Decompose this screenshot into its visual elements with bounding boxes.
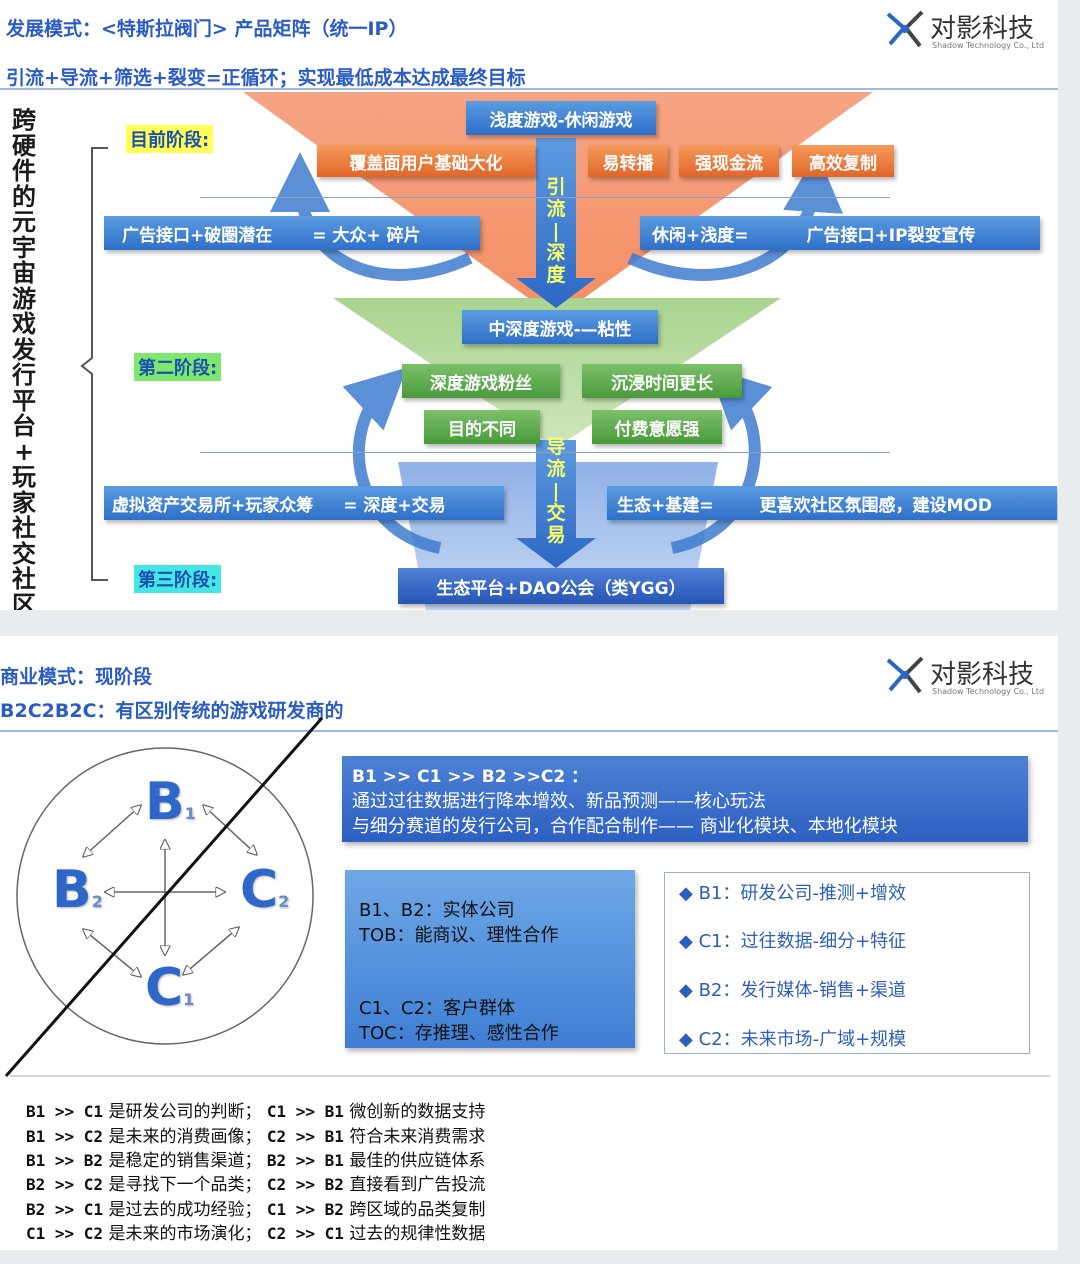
role-c1: ◆ C1：过往数据-细分+特征 [679,931,907,952]
entity-panel: B1、B2：实体公司 TOB：能商议、理性合作 C1、C2：客户群体 TOC：存… [345,870,635,1048]
box-efficient-copy: 高效复制 [792,145,894,177]
flow-panel-heading: B1 >> C1 >> B2 >>C2 ： [352,767,589,787]
curve-arrow-top-left [270,152,473,281]
curve-arrow-bottom-left [342,367,442,554]
relation-row: B1 >> B2 是稳定的销售渠道； B2 >> B1 最佳的供应链体系 [26,1151,486,1171]
company-logo-2: 对影科技 Shadow Technology Co., Ltd [884,654,1054,700]
entity-c-line1: C1、C2：客户群体 [359,998,516,1019]
slide2-title: 商业模式：现阶段 [0,666,153,688]
stage-divider-1 [200,197,890,198]
b2c-cycle-diagram [4,717,1050,1077]
flow-panel-line3: 与细分赛道的发行公司，合作配合制作—— 商业化模块、本地化模块 [352,816,898,837]
flow-panel-line2: 通过过往数据进行降本增效、新品预测——核心玩法 [352,791,766,812]
node-b2: B2 [52,860,103,920]
box-cash-flow: 强现金流 [679,145,779,177]
arrow-label-upper-2: 流 [546,198,566,220]
bar-ecosystem-a: 生态+基建= [617,495,714,516]
box-immersion: 沉浸时间更长 [582,364,742,398]
node-c1: C1 [145,958,195,1018]
slide1-subtitle: 引流+导流+筛选+裂变=正循环；实现最低成本达成最终目标 [6,67,526,89]
slide2-subtitle: B2C2B2C：有区别传统的游戏研发商的 [0,700,344,722]
arrow-b1-b2 [84,806,140,856]
box-deep-fans: 深度游戏粉丝 [402,364,560,398]
bar-ad-interface-b: = 大众+ 碎片 [312,225,421,246]
center-arrow-lower [516,440,596,568]
arrow-b2-c1 [84,930,140,976]
box-casual-games: 浅度游戏-休闲游戏 [466,101,656,135]
center-arrow-upper [516,138,596,308]
flow-panel: B1 >> C1 >> B2 >>C2 ： 通过过往数据进行降本增效、新品预测—… [342,756,1028,842]
vertical-platform-title: 跨硬件的元宇宙游戏发行平台+ 玩家社交社区 [12,106,36,610]
arrow-label-lower-3: | [552,480,560,502]
bar-ad-interface-a: 广告接口+破圈潜在 [122,225,273,246]
bar-casual-ip-a: 休闲+浅度= [652,225,749,246]
title-rule-2 [0,730,1058,732]
node-c2: C2 [240,860,290,920]
title-rule [0,88,1058,90]
slide-development-model: 发展模式：<特斯拉阀门> 产品矩阵（统一IP） 引流+导流+筛选+裂变=正循环；… [0,0,1058,610]
bar-ecosystem: 生态+基建= 更喜欢社区氛围感，建设MOD [607,486,1057,520]
arrow-label-upper-5: 度 [546,264,566,286]
bar-virtual-assets-a: 虚拟资产交易所+玩家众筹 [112,495,314,516]
box-pay-willingness: 付费意愿强 [592,410,722,444]
diagonal-line [4,717,324,1077]
box-user-coverage: 覆盖面用户基础大化 [317,145,535,177]
arrow-label-lower-4: 交 [546,502,566,524]
stage-current: 目前阶段: [126,125,214,153]
relation-row: B1 >> C2 是未来的消费画像； C2 >> B1 符合未来消费需求 [26,1127,486,1147]
entity-b-line1: B1、B2：实体公司 [359,900,515,921]
left-brace [80,147,108,581]
relation-row: B2 >> C1 是过去的成功经验； C1 >> B2 跨区域的品类复制 [26,1200,486,1220]
relation-row: C1 >> C2 是未来的市场演化； C2 >> C1 过去的规律性数据 [26,1224,486,1244]
role-c2: ◆ C2：未来市场-广域+规模 [679,1029,907,1050]
relation-row: B1 >> C1 是研发公司的判断； C1 >> B1 微创新的数据支持 [26,1102,486,1122]
box-different-goals: 目的不同 [424,410,540,444]
arrow-label-lower-1: 导 [546,436,566,458]
role-list: ◆ B1：研发公司-推测+增效 ◆ C1：过往数据-细分+特征 ◆ B2：发行媒… [664,872,1030,1054]
bar-virtual-assets-b: = 深度+交易 [343,495,446,516]
logo-icon [886,656,924,694]
logo-name: 对影科技 [930,660,1035,690]
bar-casual-ip-b: 广告接口+IP裂变宣传 [806,225,976,246]
bar-virtual-assets: 虚拟资产交易所+玩家众筹 = 深度+交易 [104,486,504,520]
curve-arrow-bottom-right [670,367,773,554]
arrow-label-upper-1: 引 [546,176,566,198]
entity-c-line2: TOC：存推理、感性合作 [359,1023,559,1044]
logo-name: 对影科技 [930,14,1035,44]
logo-subtitle: Shadow Technology Co., Ltd [932,41,1045,50]
box-mid-depth-games: 中深度游戏-—粘性 [462,310,658,344]
arrow-c2-c1 [184,928,238,974]
logo-icon [886,10,924,48]
stage-divider-2 [200,452,890,453]
stage-second: 第二阶段: [134,353,222,381]
logo-subtitle: Shadow Technology Co., Ltd [932,687,1045,696]
slide1-title: 发展模式：<特斯拉阀门> 产品矩阵（统一IP） [6,18,408,40]
entity-b-line2: TOB：能商议、理性合作 [359,925,559,946]
box-easy-spread: 易转播 [588,145,668,177]
arrow-label-lower-5: 易 [546,524,566,546]
arrow-b1-c2 [204,806,256,854]
slide-business-model: 商业模式：现阶段 B2C2B2C：有区别传统的游戏研发商的 对影科技 Shado… [0,636,1058,1250]
bar-casual-ip: 休闲+浅度= 广告接口+IP裂变宣传 [640,216,1040,250]
role-b2: ◆ B2：发行媒体-销售+渠道 [679,980,906,1001]
node-b1: B1 [145,772,196,832]
relation-row: B2 >> C2 是寻找下一个品类； C2 >> B2 直接看到广告投流 [26,1175,486,1195]
role-b1: ◆ B1：研发公司-推测+增效 [679,883,906,904]
bar-ecosystem-b: 更喜欢社区氛围感，建设MOD [759,495,992,516]
box-eco-platform-dao: 生态平台+DAO公会（类YGG） [398,568,724,604]
curve-arrow-top-right [627,152,843,281]
arrow-label-upper-4: 深 [546,242,566,264]
arrow-label-upper-3: | [552,220,560,242]
stage-third: 第三阶段: [134,565,222,593]
company-logo: 对影科技 Shadow Technology Co., Ltd [884,8,1054,54]
arrow-label-lower-2: 流 [546,458,566,480]
bar-ad-interface: 广告接口+破圈潜在 = 大众+ 碎片 [104,216,480,250]
